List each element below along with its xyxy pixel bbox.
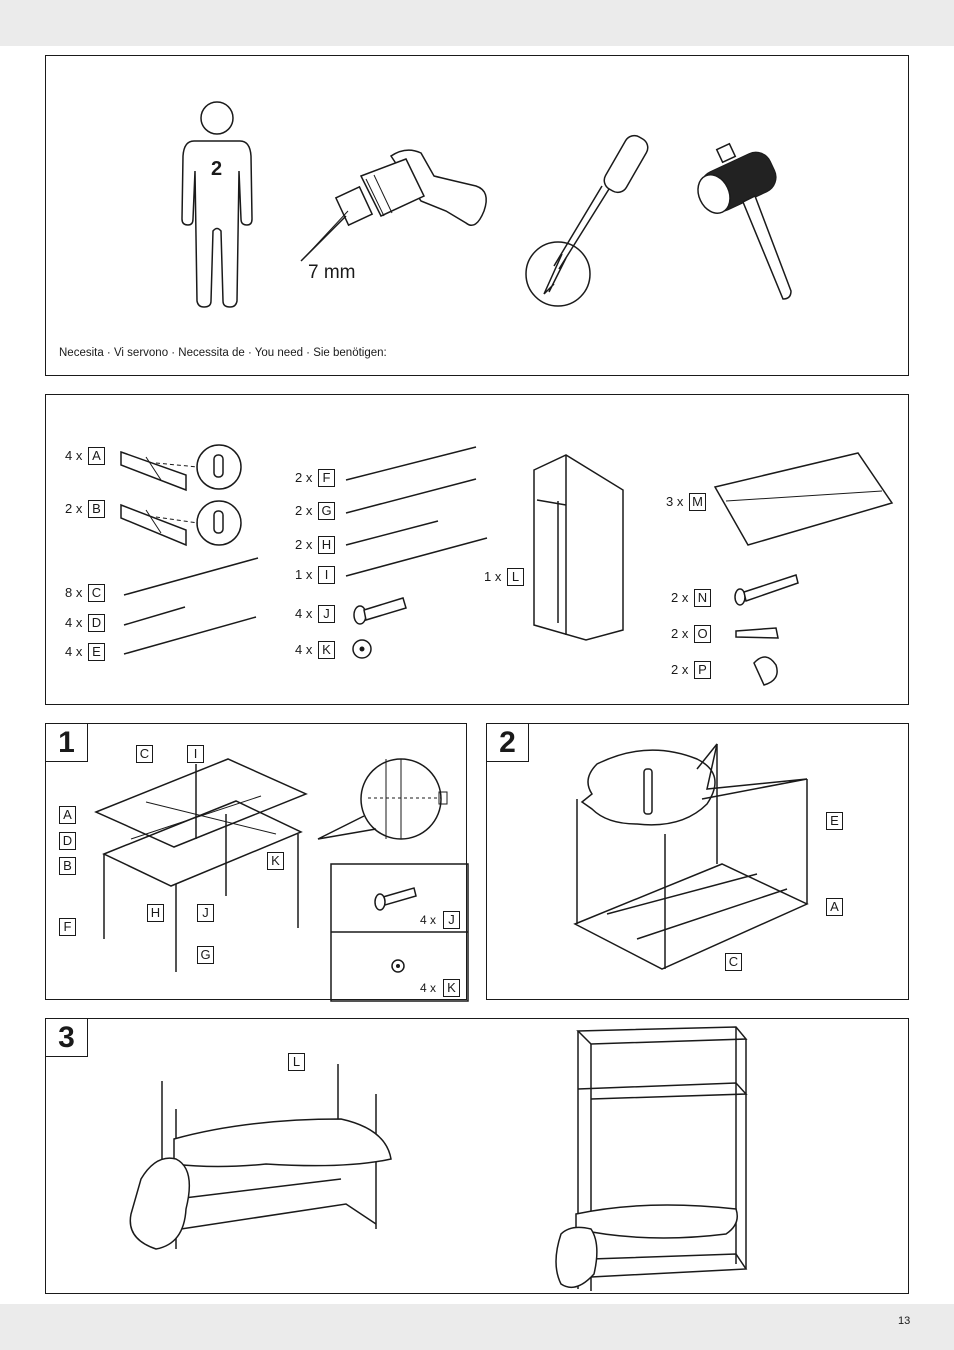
step2-frame-drawing [573,743,809,970]
step2-label-a: A [826,898,843,916]
part-h-qty: 2 x [295,537,313,552]
part-f-drawing [345,446,477,481]
part-n-label: N [694,589,711,607]
part-i-drawing [345,537,488,577]
parts-panel: 4 x A 2 x B 8 x C 4 x D 4 x E 2 x F 2 x … [45,394,909,705]
step3-label-l: L [288,1053,305,1071]
part-o-drawing [735,627,779,639]
drill-bit-size: 7 mm [308,262,356,283]
part-a-qty: 4 x [65,448,83,463]
mallet-icon [697,142,792,300]
part-d-qty: 4 x [65,615,83,630]
part-k-label: K [318,641,335,659]
step1-panel: 1 C I A D B K H J F G 4 x J 4 x K [45,723,469,1002]
part-e-qty: 4 x [65,644,83,659]
part-p-label: P [694,661,711,679]
part-o-qty: 2 x [671,626,689,641]
part-l-qty: 1 x [484,569,502,584]
part-c-qty: 8 x [65,585,83,600]
part-b-drawing [120,500,242,547]
header-band [0,0,954,46]
part-g-label: G [318,502,335,520]
step1-label-k: K [267,852,284,870]
screwdriver-icon [525,134,649,307]
step3-number: 3 [46,1019,88,1057]
step2-number: 2 [487,724,529,762]
part-a-label: A [88,447,105,465]
step1-inset-j-qty: 4 x [420,913,437,927]
step1-label-g: G [197,946,214,964]
persons-count: 2 [211,158,223,180]
part-d-label: D [88,614,105,632]
part-b-qty: 2 x [65,501,83,516]
step1-label-i: I [187,745,204,763]
step1-label-d: D [59,832,76,850]
step2-label-e: E [826,812,843,830]
part-p-qty: 2 x [671,662,689,677]
step2-label-c: C [725,953,742,971]
part-k-qty: 4 x [295,642,313,657]
part-b-label: B [88,500,105,518]
part-m-drawing [713,452,894,546]
part-n-qty: 2 x [671,590,689,605]
step3-panel: 3 L [45,1018,909,1294]
part-l-label: L [507,568,524,586]
part-c-drawing [123,557,259,596]
part-g-qty: 2 x [295,503,313,518]
part-a-drawing [120,444,242,492]
part-i-qty: 1 x [295,567,313,582]
step2-panel: 2 E A C [486,723,909,1000]
part-j-drawing [353,597,407,625]
part-m-label: M [689,493,706,511]
drill-icon [300,149,487,262]
part-l-drawing [533,454,624,641]
step1-label-h: H [147,904,164,922]
step1-number: 1 [46,724,88,762]
part-m-qty: 3 x [666,494,684,509]
part-f-qty: 2 x [295,470,313,485]
parts-drawings [120,444,894,686]
tools-panel: 2 7 mm Necesita · Vi servono · Necessita… [45,55,909,376]
part-e-label: E [88,643,105,661]
part-i-label: I [318,566,335,584]
step1-frame-drawing [94,758,469,1002]
part-g-drawing [345,478,477,514]
step3-drawing [129,1026,748,1291]
part-h-label: H [318,536,335,554]
part-j-label: J [318,605,335,623]
tools-caption: Necesita · Vi servono · Necessita de · Y… [59,347,387,359]
part-p-drawing [753,656,778,686]
part-k-drawing [352,639,372,659]
part-h-drawing [345,520,439,546]
part-d-drawing [123,606,186,626]
step1-inset-j-label: J [443,911,460,929]
part-j-qty: 4 x [295,606,313,621]
part-c-label: C [88,584,105,602]
step1-inset-k-qty: 4 x [420,981,437,995]
page-number: 13 [898,1315,911,1327]
step1-label-b: B [59,857,76,875]
part-f-label: F [318,469,335,487]
step1-label-a: A [59,806,76,824]
step1-label-j: J [197,904,214,922]
person-icon [181,101,253,308]
step1-inset-k-label: K [443,979,460,997]
step1-label-c: C [136,745,153,763]
step1-label-f: F [59,918,76,936]
part-n-drawing [734,574,799,606]
footer-band [0,1304,954,1350]
part-e-drawing [123,616,257,655]
part-o-label: O [694,625,711,643]
